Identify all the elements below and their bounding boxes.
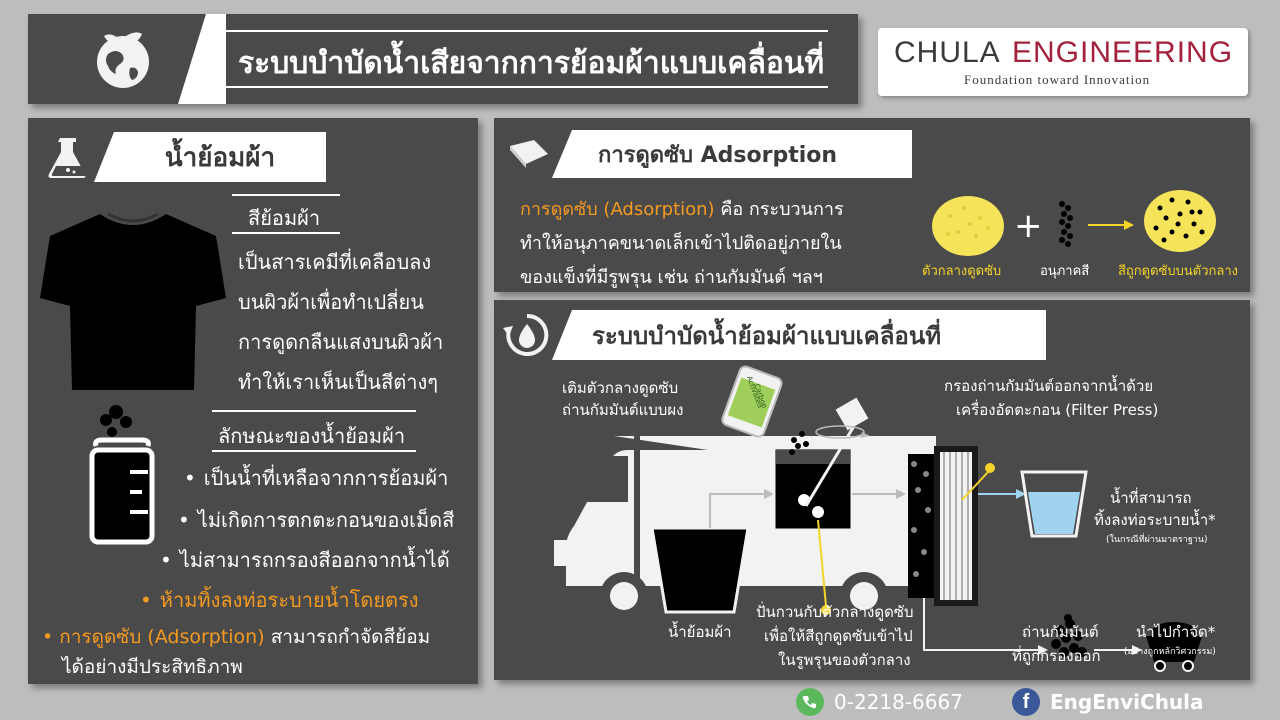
header-banner: ระบบบำบัดน้ำเสียจากการย้อมผ้าแบบเคลื่อนท… (28, 14, 858, 104)
dye-particles-icon (1054, 198, 1080, 248)
adsorption-summary-line-2: ได้อย่างมีประสิทธิภาพ (62, 656, 243, 678)
logo-engineering: ENGINEERING (1012, 36, 1234, 69)
adsorption-desc-line-2: ทำให้อนุภาคขนาดเล็กเข้าไปติดอยู่ภายใน (520, 233, 842, 254)
adsorption-title-tab: การดูดซับ Adsorption (572, 130, 912, 178)
dye-water-label: น้ำย้อมผ้า (668, 623, 732, 641)
chula-engineering-logo: CHULA ENGINEERING Foundation toward Inno… (878, 28, 1248, 96)
carbon-pile-icon (1051, 614, 1087, 657)
char-bullet-1: เป็นน้ำที่เหลือจากการย้อมผ้า (184, 462, 449, 494)
tshirt-icon (38, 206, 228, 396)
adsorption-desc-highlight: การดูดซับ (Adsorption) (520, 199, 715, 220)
mix-caption-line-1: ปั่นกวนกับตัวกลางดูดซับ (756, 603, 914, 621)
char-heading: ลักษณะของน้ำย้อมผ้า (218, 424, 406, 448)
adsorbent-medium-icon (930, 194, 1006, 258)
facebook-handle[interactable]: EngEnviChula (1050, 690, 1204, 714)
logo-tagline: Foundation toward Innovation (964, 72, 1151, 87)
bullet-dot: • (42, 626, 60, 648)
char-heading-rule-bottom (212, 450, 416, 452)
tab-slant (94, 132, 114, 182)
mine-cart-icon (1146, 622, 1202, 672)
title-rule-bottom (218, 86, 828, 88)
adsorption-summary: • การดูดซับ (Adsorption) สามารถกำจัดสีย้… (42, 622, 430, 652)
saturated-medium-label: สีถูกดูดซับบนตัวกลาง (1118, 264, 1239, 279)
sponge-icon (502, 134, 554, 174)
filter-caption-line-1: กรองถ่านกัมมันต์ออกจากน้ำด้วย (944, 377, 1154, 395)
tab-slant (552, 130, 572, 178)
add-medium-line-1: เติมตัวกลางดูดซับ (562, 379, 679, 397)
dye-particle-label: อนุภาคสี (1040, 264, 1090, 279)
mix-caption-line-3: ในรูพรุนของตัวกลาง (778, 651, 911, 669)
dye-heading-rule-top (232, 194, 340, 196)
beaker-icon (82, 400, 172, 548)
title-rule-top (218, 30, 828, 32)
dye-bucket-icon (650, 526, 750, 614)
arrow-right-icon (1088, 216, 1134, 230)
filter-press-icon (908, 446, 978, 606)
filtered-carbon-line-2: ที่ถูกกรองออก (1012, 647, 1101, 665)
dye-water-title-tab: น้ำย้อมผ้า (114, 132, 326, 182)
dye-heading: สีย้อมผ้า (248, 206, 321, 230)
saturated-medium-icon (1142, 188, 1218, 254)
treated-water-note: (ในกรณีที่ผ่านมาตราฐาน) (1106, 535, 1208, 545)
system-title: ระบบบำบัดน้ำย้อมผ้าแบบเคลื่อนที่ (592, 321, 942, 350)
dye-water-panel: น้ำย้อมผ้า สีย้อมผ้า เป็นสารเคมีที่เคลือ… (28, 118, 478, 684)
adsorption-desc-line-1: การดูดซับ (Adsorption) คือ กระบวนการ (520, 194, 844, 223)
filtered-carbon-line-1: ถ่านกัมมันต์ (1022, 623, 1099, 641)
char-heading-rule-top (212, 410, 416, 412)
water-cycle-icon (500, 310, 554, 360)
phone-number[interactable]: 0-2218-6667 (834, 690, 963, 714)
treated-water-icon (1020, 470, 1088, 538)
logo-chula: CHULA (894, 36, 1001, 69)
mobile-treatment-panel: ระบบบำบัดน้ำย้อมผ้าแบบเคลื่อนที่ (494, 300, 1250, 680)
adsorption-summary-highlight: การดูดซับ (Adsorption) (59, 626, 265, 648)
phone-icon (796, 688, 824, 716)
page-title: ระบบบำบัดน้ำเสียจากการย้อมผ้าแบบเคลื่อนท… (238, 46, 825, 81)
dye-desc-line-3: การดูดกลืนแสงบนผิวผ้า (238, 330, 444, 354)
header-slant-fill (206, 14, 226, 104)
dispose-note: (อย่างถูกหลักวิศวกรรม) (1124, 647, 1216, 657)
treated-water-line-2: ทิ้งลงท่อระบายน้ำ* (1094, 511, 1216, 529)
dye-desc-line-4: ทำให้เราเห็นเป็นสีต่างๆ (238, 370, 438, 394)
char-bullet-3: ไม่สามารถกรองสีออกจากน้ำได้ (160, 544, 450, 576)
globe-icon (88, 24, 158, 94)
plus-sign: + (1014, 206, 1043, 246)
char-bullet-2: ไม่เกิดการตกตะกอนของเม็ดสี (178, 504, 455, 536)
flask-icon (38, 132, 102, 182)
adsorption-desc-rest: คือ กระบวนการ (714, 199, 844, 220)
adsorption-summary-rest: สามารถกำจัดสีย้อม (264, 626, 431, 648)
mix-caption-line-2: เพื่อให้สีถูกดูดซับเข้าไป (764, 627, 913, 645)
dye-water-title: น้ำย้อมผ้า (164, 142, 276, 173)
adsorption-title: การดูดซับ Adsorption (598, 142, 838, 168)
dye-heading-rule-bottom (232, 232, 340, 234)
warning-bullet: ห้ามทิ้งลงท่อระบายน้ำโดยตรง (140, 584, 419, 616)
dye-desc-line-1: เป็นสารเคมีที่เคลือบลง (238, 250, 432, 274)
dispose-label: นำไปกำจัด* (1136, 623, 1216, 641)
treated-water-line-1: น้ำที่สามารถ (1110, 489, 1192, 507)
add-medium-line-2: ถ่านกัมมันต์แบบผง (562, 401, 684, 419)
dye-desc-line-2: บนผิวผ้าเพื่อทำเปลี่ยน (238, 290, 424, 314)
adsorbent-medium-label: ตัวกลางดูดซับ (922, 264, 1002, 279)
facebook-icon: f (1012, 688, 1040, 716)
filter-caption-line-2: เครื่องอัดตะกอน (Filter Press) (956, 401, 1159, 419)
tab-slant (552, 310, 572, 360)
system-title-tab: ระบบบำบัดน้ำย้อมผ้าแบบเคลื่อนที่ (572, 310, 1046, 360)
header-slant (178, 14, 206, 104)
treatment-diagram (554, 365, 1202, 672)
activated-carbon-pack-icon (721, 365, 783, 438)
adsorption-desc-line-3: ของแข็งที่มีรูพรุน เช่น ถ่านกัมมันต์ ฯลฯ (520, 267, 823, 288)
adsorption-panel: การดูดซับ Adsorption การดูดซับ (Adsorpti… (494, 118, 1250, 292)
